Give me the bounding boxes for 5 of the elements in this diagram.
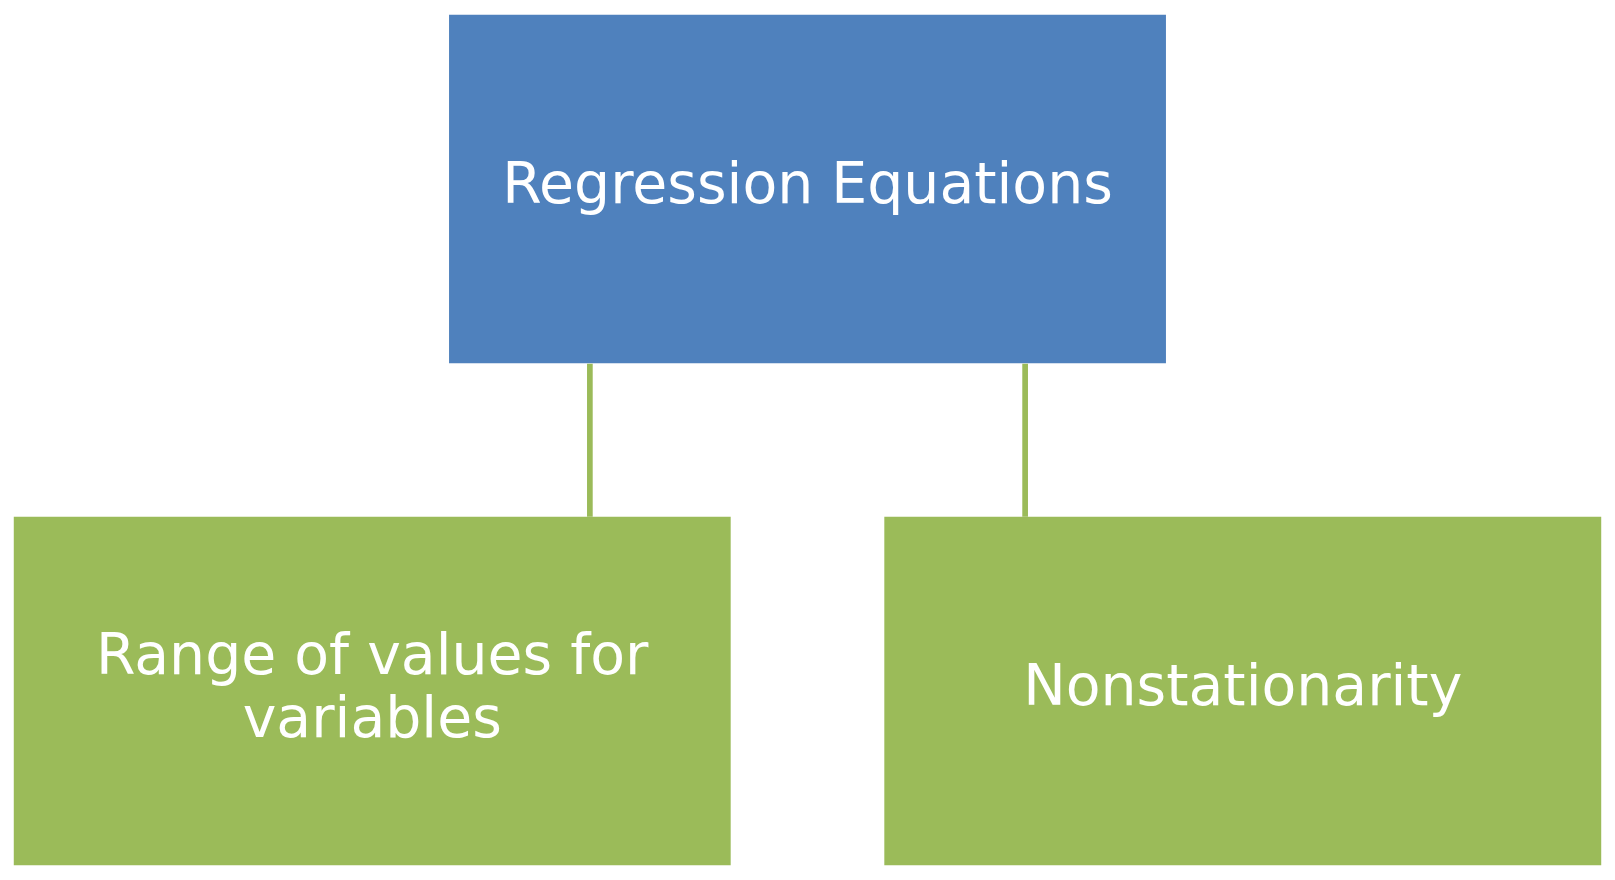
- node-box: Range of values for variables: [13, 516, 731, 866]
- node-box: Nonstationarity: [884, 516, 1602, 866]
- connector: [1022, 363, 1028, 517]
- connector: [587, 363, 593, 517]
- node-box: Regression Equations: [449, 14, 1166, 364]
